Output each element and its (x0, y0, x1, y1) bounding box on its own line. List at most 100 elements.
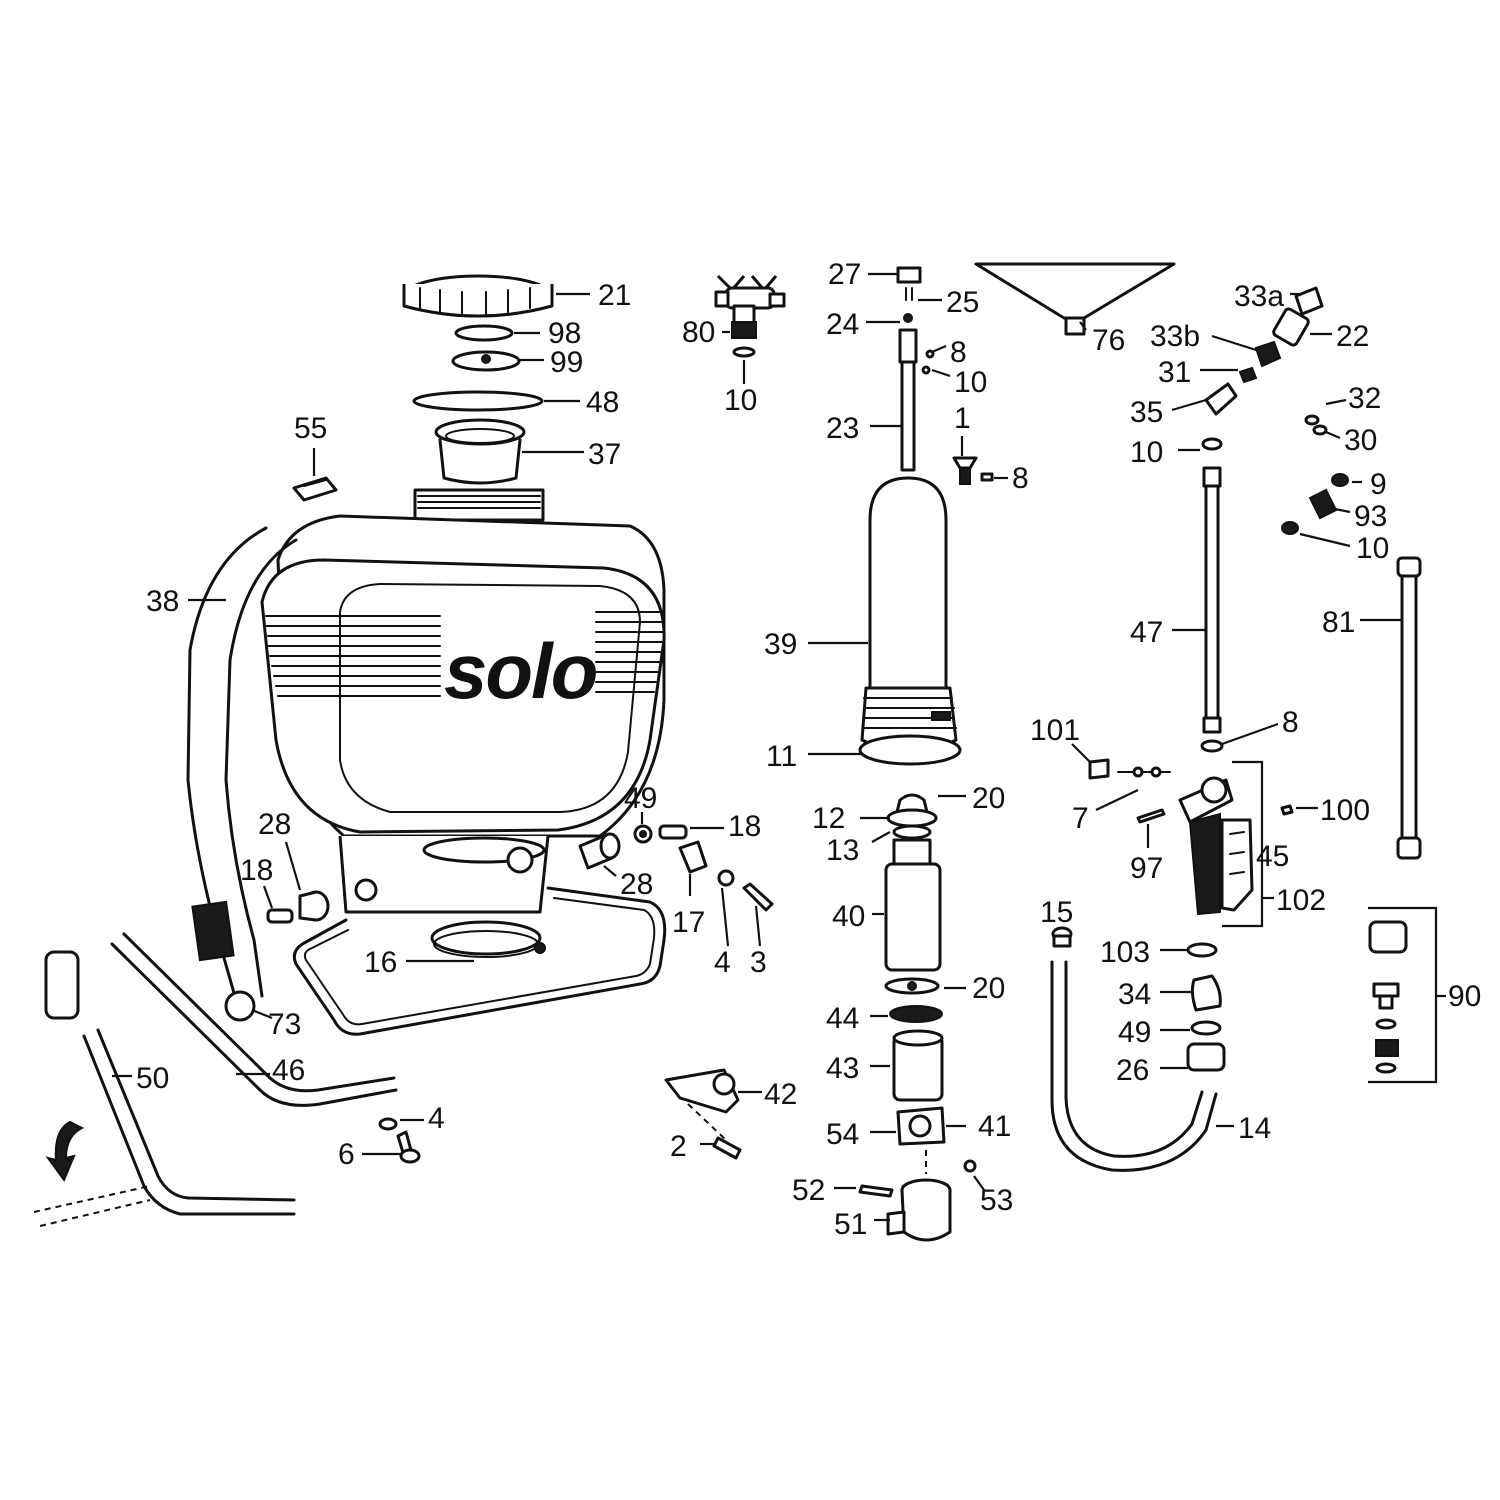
label-part-10: 10 (954, 366, 987, 399)
hose-clamp (430, 920, 546, 958)
label-part-40: 40 (832, 900, 865, 933)
label-part-20: 20 (972, 972, 1005, 1005)
label-part-55: 55 (294, 412, 327, 445)
lance-47 (1200, 466, 1224, 753)
pressure-tube-23 (896, 266, 935, 472)
label-part-53: 53 (980, 1184, 1013, 1217)
label-part-10: 10 (1130, 436, 1163, 469)
label-part-34: 34 (1118, 978, 1151, 1011)
label-part-1: 1 (954, 402, 971, 435)
label-part-102: 102 (1276, 884, 1326, 917)
label-part-18: 18 (728, 810, 761, 843)
label-part-26: 26 (1116, 1054, 1149, 1087)
label-part-54: 54 (826, 1118, 859, 1151)
label-part-80: 80 (682, 316, 715, 349)
label-part-20: 20 (972, 782, 1005, 815)
handle-50 (33, 950, 296, 1227)
label-part-4: 4 (428, 1102, 445, 1135)
label-part-45: 45 (1256, 840, 1289, 873)
label-part-12: 12 (812, 802, 845, 835)
kit-90 (1368, 906, 1438, 1084)
label-part-43: 43 (826, 1052, 859, 1085)
bushing-left (266, 890, 330, 924)
label-part-33b: 33b (1150, 320, 1200, 353)
label-part-46: 46 (272, 1054, 305, 1087)
label-part-18: 18 (240, 854, 273, 887)
label-part-8: 8 (950, 336, 967, 369)
label-part-25: 25 (946, 286, 979, 319)
label-part-52: 52 (792, 1174, 825, 1207)
label-part-32: 32 (1348, 382, 1381, 415)
nozzle-fittings (1186, 942, 1226, 1072)
small-hardware-right (633, 824, 774, 912)
label-part-8: 8 (1012, 462, 1029, 495)
label-part-99: 99 (550, 346, 583, 379)
label-part-38: 38 (146, 585, 179, 618)
label-part-31: 31 (1158, 356, 1191, 389)
hose-14 (1050, 926, 1218, 1172)
pressure-chamber-39 (858, 476, 962, 766)
label-part-27: 27 (828, 258, 861, 291)
label-part-9: 9 (1370, 468, 1387, 501)
tank-cap (402, 274, 554, 318)
label-part-47: 47 (1130, 616, 1163, 649)
pump-foot (858, 1106, 977, 1242)
brand-logo: solo (444, 627, 597, 715)
frame-base (292, 886, 667, 1036)
bolt-6 (378, 1117, 421, 1164)
label-part-49: 49 (624, 782, 657, 815)
label-part-98: 98 (548, 317, 581, 350)
leader-lines (112, 272, 1446, 1222)
label-part-13: 13 (826, 834, 859, 867)
tank-gasket (412, 390, 544, 412)
label-part-10: 10 (724, 384, 757, 417)
label-part-28: 28 (258, 808, 291, 841)
label-part-50: 50 (136, 1062, 169, 1095)
label-part-33a: 33a (1234, 280, 1284, 313)
valve-1 (952, 456, 994, 485)
label-part-73: 73 (268, 1008, 301, 1041)
label-part-44: 44 (826, 1002, 859, 1035)
bracket-42 (664, 1068, 742, 1160)
label-part-100: 100 (1320, 794, 1370, 827)
label-part-101: 101 (1030, 714, 1080, 747)
label-part-17: 17 (672, 906, 705, 939)
label-part-35: 35 (1130, 396, 1163, 429)
label-part-49: 49 (1118, 1016, 1151, 1049)
small-seals-right (1281, 414, 1349, 535)
cap-valve (451, 350, 521, 372)
tank-body (260, 488, 666, 914)
label-part-11: 11 (766, 740, 797, 773)
handle-46 (110, 932, 398, 1107)
label-part-30: 30 (1344, 424, 1377, 457)
label-part-8: 8 (1282, 706, 1299, 739)
label-part-48: 48 (586, 386, 619, 419)
label-part-4: 4 (714, 946, 731, 979)
label-part-14: 14 (1238, 1112, 1271, 1145)
label-part-93: 93 (1354, 500, 1387, 533)
funnel-76 (974, 262, 1176, 336)
label-part-23: 23 (826, 412, 859, 445)
strap-buckle (292, 476, 338, 502)
label-part-103: 103 (1100, 936, 1150, 969)
label-part-28: 28 (620, 868, 653, 901)
label-part-41: 41 (978, 1110, 1011, 1143)
lance-81 (1396, 556, 1422, 860)
tank-strainer (434, 418, 526, 485)
label-part-42: 42 (764, 1078, 797, 1111)
nozzle-parts (1201, 286, 1324, 451)
label-part-15: 15 (1040, 896, 1073, 929)
pump-parts (884, 793, 944, 1102)
label-part-2: 2 (670, 1130, 687, 1163)
label-part-51: 51 (834, 1208, 867, 1241)
label-part-39: 39 (764, 628, 797, 661)
cap-seal (454, 324, 514, 342)
label-part-90: 90 (1448, 980, 1481, 1013)
shutoff-valve-80 (714, 274, 786, 358)
label-part-37: 37 (588, 438, 621, 471)
label-part-76: 76 (1092, 324, 1125, 357)
bushing-right (578, 832, 621, 870)
label-part-10: 10 (1356, 532, 1389, 565)
label-part-21: 21 (598, 279, 631, 312)
